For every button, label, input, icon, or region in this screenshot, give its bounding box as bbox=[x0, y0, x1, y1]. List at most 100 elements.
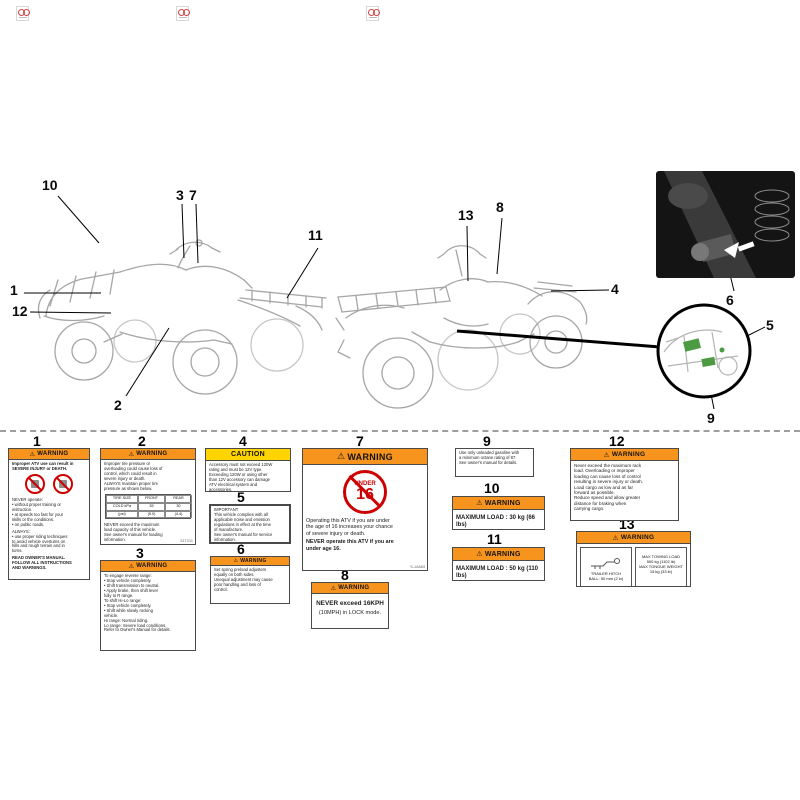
table-cell: 30 bbox=[165, 502, 192, 511]
label-8-header-text: WARNING bbox=[338, 585, 370, 591]
label-11-header-text: WARNING bbox=[484, 550, 521, 558]
label-3-shifting-warning: ⚠ WARNING To engage reverse range: • Sto… bbox=[100, 560, 196, 651]
label-9-info: Use only unleaded gasoline with a minimu… bbox=[455, 448, 534, 477]
callout-1: 1 bbox=[10, 282, 18, 298]
table-cell: COLD kPa bbox=[106, 502, 138, 511]
label-2-body-top: Improper tire pressure or overloading co… bbox=[104, 461, 163, 491]
atv-front-view-drawing bbox=[37, 239, 327, 395]
label-13-hitch-text: TRAILER HITCH BALL: 50 mm (2 in) bbox=[588, 571, 624, 581]
warning-triangle-icon: ⚠ bbox=[29, 451, 36, 458]
label-8-line1: NEVER exceed 16KPH bbox=[316, 600, 384, 607]
page-artifact bbox=[176, 6, 190, 21]
label-2-tire-pressure-warning: ⚠ WARNING Improper tire pressure or over… bbox=[100, 448, 196, 545]
under-16-prohibition-icon: UNDER 16 bbox=[343, 470, 387, 514]
warning-triangle-icon: ⚠ bbox=[476, 500, 483, 507]
label-13-towing-table: MAX TOWING LOAD 500 kg (1102 lb) MAX TON… bbox=[635, 547, 687, 586]
table-cell: (4.4) bbox=[165, 510, 192, 519]
label-13-towing-text: MAX TOWING LOAD 500 kg (1102 lb) MAX TON… bbox=[639, 554, 683, 574]
warning-triangle-icon: ⚠ bbox=[603, 451, 610, 459]
highlighted-label-locations bbox=[683, 338, 725, 367]
label-12-header-text: WARNING bbox=[611, 451, 646, 458]
label-9-number: 9 bbox=[483, 433, 491, 449]
callout-leader-lines bbox=[24, 195, 766, 410]
label-1-number: 1 bbox=[33, 433, 41, 449]
label-12-body: Never exceed the maximum rack load. Over… bbox=[574, 463, 643, 512]
label-1-always-text: ALWAYS: • use proper riding techniques t… bbox=[12, 528, 68, 554]
photo-arrow-icon bbox=[724, 242, 739, 258]
warning-triangle-icon: ⚠ bbox=[233, 558, 239, 564]
callout-9: 9 bbox=[707, 410, 715, 426]
label-12-cargo-warning: ⚠ WARNING Never exceed the maximum rack … bbox=[570, 448, 679, 521]
warning-triangle-icon: ⚠ bbox=[330, 585, 337, 592]
artifact-mark bbox=[369, 16, 377, 18]
table-cell: 35 bbox=[138, 502, 165, 511]
label-8-line2: (10MPH) in LOCK mode. bbox=[318, 609, 382, 616]
label-12-header: ⚠ WARNING bbox=[571, 449, 678, 461]
label-10-header: ⚠ WARNING bbox=[453, 497, 544, 510]
label-1-intro: Improper ATV use can result in SEVERE IN… bbox=[12, 461, 74, 471]
label-5-info: IMPORTANT This vehicle complies with all… bbox=[209, 504, 291, 544]
label-10-front-rack-load: ⚠ WARNING MAXIMUM LOAD : 30 kg (66 lbs) bbox=[452, 496, 545, 530]
label-8-lock-mode-warning: ⚠ WARNING NEVER exceed 16KPH (10MPH) in … bbox=[311, 582, 389, 629]
label-2-part-code: 51T011 bbox=[180, 539, 193, 543]
warning-triangle-icon: ⚠ bbox=[337, 451, 346, 461]
label-6-header-text: WARNING bbox=[240, 558, 267, 564]
callout-2: 2 bbox=[114, 397, 122, 413]
artifact-mark bbox=[23, 9, 30, 16]
label-11-number: 11 bbox=[487, 531, 502, 547]
label-3-number: 3 bbox=[136, 545, 144, 561]
label-3-header: ⚠ WARNING bbox=[101, 561, 195, 572]
callout-4: 4 bbox=[611, 281, 619, 297]
warning-triangle-icon: ⚠ bbox=[128, 563, 135, 570]
warning-triangle-icon: ⚠ bbox=[128, 451, 135, 458]
table-cell: (5.0) bbox=[138, 510, 165, 519]
callout-13: 13 bbox=[458, 207, 474, 223]
magnifier-pointer-line bbox=[456, 329, 661, 349]
photo-inset bbox=[656, 171, 795, 278]
callout-8: 8 bbox=[496, 199, 504, 215]
section-divider bbox=[0, 430, 800, 432]
label-1-pictograms bbox=[9, 472, 89, 496]
page-artifact bbox=[16, 6, 30, 21]
label-8-number: 8 bbox=[341, 567, 349, 583]
label-4-body: Accessory must not exceed 120W rating an… bbox=[209, 462, 273, 492]
label-11-header: ⚠ WARNING bbox=[453, 548, 544, 561]
label-4-header: CAUTION bbox=[206, 449, 290, 461]
label-3-body: To engage reverse range: • Stop vehicle … bbox=[104, 573, 171, 633]
table-cell: TIRE SIZE bbox=[106, 494, 138, 503]
magnifier-detail bbox=[656, 303, 752, 399]
label-13-header-text: WARNING bbox=[620, 534, 655, 541]
callout-10: 10 bbox=[42, 177, 58, 193]
artifact-mark bbox=[19, 16, 27, 18]
label-10-number: 10 bbox=[484, 480, 500, 496]
label-13-hitch-box: TRAILER HITCH BALL: 50 mm (2 in) bbox=[580, 547, 632, 586]
label-6-suspension-warning: ⚠ WARNING Set spring preload adjusters e… bbox=[210, 556, 290, 604]
label-12-number: 12 bbox=[609, 433, 625, 449]
label-7-body-bold: NEVER operate this ATV if you are under … bbox=[306, 539, 394, 552]
label-10-load-text: MAXIMUM LOAD : 30 kg (66 lbs) bbox=[456, 515, 536, 529]
warning-triangle-icon: ⚠ bbox=[476, 551, 483, 558]
label-13-towing-warning: ⚠ WARNING TRAILER HITCH BALL: 50 mm (2 i… bbox=[576, 531, 691, 587]
label-5-number: 5 bbox=[237, 489, 245, 505]
atv-rear-view-drawing bbox=[335, 245, 588, 409]
callout-6: 6 bbox=[726, 292, 734, 308]
label-1-never-text: NEVER operate: • without proper training… bbox=[12, 496, 64, 527]
callout-7: 7 bbox=[189, 187, 197, 203]
label-2-number: 2 bbox=[138, 433, 146, 449]
table-cell: REAR bbox=[165, 494, 192, 503]
label-4-header-text: CAUTION bbox=[231, 451, 265, 458]
label-7-part-code: S-1A683 bbox=[410, 565, 425, 569]
label-6-number: 6 bbox=[237, 541, 245, 557]
label-6-header: ⚠ WARNING bbox=[211, 557, 289, 566]
callout-12: 12 bbox=[12, 303, 28, 319]
label-2-pressure-table: TIRE SIZE FRONT REAR COLD kPa 35 30 (psi… bbox=[105, 493, 192, 520]
callout-11: 11 bbox=[308, 227, 323, 243]
label-8-header: ⚠ WARNING bbox=[312, 583, 388, 594]
label-3-header-text: WARNING bbox=[136, 563, 168, 569]
warning-triangle-icon: ⚠ bbox=[612, 534, 619, 542]
label-7-body: Operating this ATV if you are under the … bbox=[306, 518, 393, 537]
artifact-mark bbox=[373, 9, 380, 16]
callout-5: 5 bbox=[766, 317, 774, 333]
label-1-footer: READ OWNER'S MANUAL. FOLLOW ALL INSTRUCT… bbox=[12, 555, 72, 571]
